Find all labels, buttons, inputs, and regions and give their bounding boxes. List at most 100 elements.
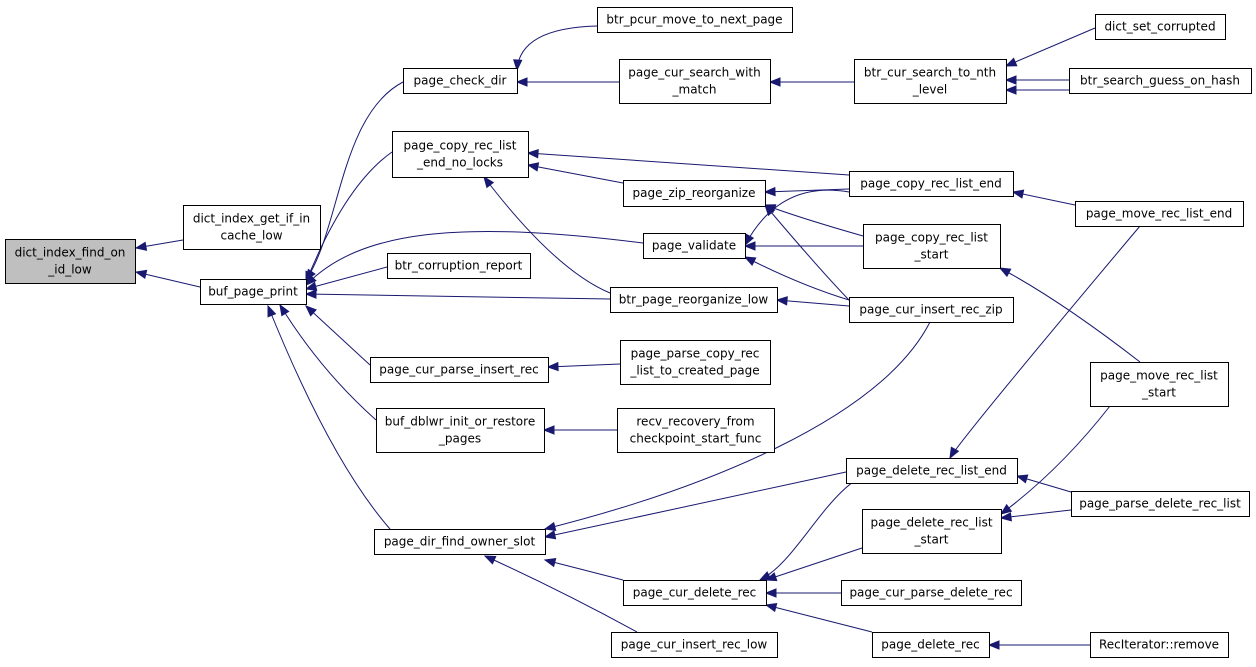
- call-edge: [1005, 27, 1096, 67]
- call-edge: [516, 25, 598, 71]
- graph-node-page-cur-insert-rec-zip[interactable]: page_cur_insert_rec_zip: [849, 297, 1014, 323]
- node-box: [617, 408, 775, 453]
- graph-node-page-cur-parse-delete-rec[interactable]: page_cur_parse_delete_rec: [841, 580, 1022, 606]
- node-box: [370, 357, 549, 383]
- node-box: [1090, 632, 1229, 658]
- node-label: _match: [672, 83, 717, 97]
- graph-node-page-parse-delete-rec-list[interactable]: page_parse_delete_rec_list: [1071, 491, 1250, 517]
- call-edge: [547, 363, 621, 368]
- graph-node-page-copy-rec-list-end[interactable]: page_copy_rec_list_end: [849, 171, 1014, 197]
- node-label: page_cur_insert_rec_low: [621, 638, 768, 652]
- graph-node-page-cur-delete-rec[interactable]: page_cur_delete_rec: [623, 580, 767, 606]
- node-box: [597, 7, 793, 33]
- call-edge: [764, 204, 850, 301]
- graph-node-reciterator-remove[interactable]: RecIterator::remove: [1090, 632, 1229, 658]
- graph-node-page-delete-rec-list-end[interactable]: page_delete_rec_list_end: [846, 458, 1018, 484]
- node-box: [376, 408, 545, 453]
- arrowhead-icon: [1004, 85, 1017, 95]
- call-edge: [305, 81, 404, 281]
- node-box: [403, 68, 518, 94]
- arrowhead-icon: [999, 503, 1013, 515]
- node-box: [619, 59, 771, 104]
- node-box: [841, 580, 1022, 606]
- node-box: [387, 253, 531, 279]
- call-edge: [999, 267, 1141, 363]
- node-box: [872, 632, 990, 658]
- graph-node-page-cur-search-with-match[interactable]: page_cur_search_with _match: [619, 59, 771, 104]
- node-label: _list_to_created_page: [629, 364, 759, 378]
- graph-node-page-move-rec-list-start[interactable]: page_move_rec_list _start: [1090, 362, 1229, 407]
- node-box: [1069, 68, 1252, 94]
- graph-node-buf-dblwr-init-or-restore-pages[interactable]: buf_dblwr_init_or_restore_pages: [376, 408, 545, 453]
- arrowhead-icon: [543, 530, 557, 540]
- node-label: page_zip_reorganize: [633, 186, 756, 200]
- arrowhead-icon: [1004, 75, 1017, 85]
- node-label: page_parse_delete_rec_list: [1079, 497, 1241, 511]
- arrowhead-icon: [526, 162, 540, 172]
- call-edge: [544, 471, 847, 538]
- call-edge: [305, 151, 393, 283]
- graph-node-page-move-rec-list-end[interactable]: page_move_rec_list_end: [1075, 201, 1244, 227]
- arrowhead-icon: [764, 602, 778, 613]
- arrowhead-icon: [543, 558, 557, 568]
- arrowhead-icon: [999, 512, 1012, 522]
- graph-node-btr-corruption-report[interactable]: btr_corruption_report: [387, 253, 531, 279]
- node-label: _level: [912, 83, 948, 97]
- graph-node-dict-set-corrupted[interactable]: dict_set_corrupted: [1095, 14, 1226, 40]
- graph-node-btr-cur-search-to-nth-level[interactable]: btr_cur_search_to_nth_level: [854, 59, 1007, 104]
- graph-node-page-validate[interactable]: page_validate: [643, 233, 746, 259]
- graph-node-page-delete-rec[interactable]: page_delete_rec: [872, 632, 990, 658]
- node-box: [623, 180, 766, 207]
- graph-node-page-copy-rec-list-end-no-locks[interactable]: page_copy_rec_list_end_no_locks: [392, 131, 529, 178]
- node-box: [1090, 362, 1229, 407]
- node-box: [374, 529, 546, 555]
- call-edge: [764, 204, 864, 237]
- graph-node-btr-search-guess-on-hash[interactable]: btr_search_guess_on_hash: [1069, 68, 1252, 94]
- node-label: checkpoint_start_func: [630, 432, 762, 446]
- arrowhead-icon: [305, 274, 317, 286]
- node-box: [611, 632, 778, 658]
- node-label: page_delete_rec_list_end: [856, 464, 1007, 478]
- node-label: page_move_rec_list: [1100, 369, 1218, 383]
- node-label: buf_page_print: [208, 285, 298, 299]
- node-label: page_check_dir: [414, 74, 507, 88]
- graph-node-page-parse-copy-rec-list-to-created-page[interactable]: page_parse_copy_rec_list_to_created_page: [620, 340, 771, 385]
- node-box: [846, 458, 1018, 484]
- call-edge: [305, 305, 371, 366]
- graph-node-page-dir-find-owner-slot[interactable]: page_dir_find_owner_slot: [374, 529, 546, 555]
- call-edge: [267, 305, 391, 530]
- graph-node-page-cur-insert-rec-low[interactable]: page_cur_insert_rec_low: [611, 632, 778, 658]
- node-label: _pages: [438, 432, 481, 446]
- node-box: [643, 233, 746, 259]
- graph-node-page-delete-rec-list-start[interactable]: page_delete_rec_list_start: [862, 509, 1002, 554]
- call-edge: [765, 604, 873, 633]
- node-label: _start: [1141, 386, 1176, 400]
- graph-node-page-copy-rec-list-start[interactable]: page_copy_rec_list_start: [863, 224, 1001, 269]
- arrowhead-icon: [134, 269, 148, 280]
- node-box: [849, 171, 1014, 197]
- graph-node-buf-page-print[interactable]: buf_page_print: [200, 279, 307, 305]
- call-edge: [776, 299, 850, 307]
- graph-node-page-cur-parse-insert-rec[interactable]: page_cur_parse_insert_rec: [370, 357, 549, 383]
- graph-node-dict-index-find-on-id-low[interactable]: dict_index_find_on_id_low: [5, 239, 136, 284]
- node-label: page_copy_rec_list: [404, 139, 517, 153]
- node-label: page_move_rec_list_end: [1086, 207, 1232, 221]
- node-box: [849, 297, 1014, 323]
- graph-node-btr-pcur-move-to-next-page[interactable]: btr_pcur_move_to_next_page: [597, 7, 793, 33]
- call-edge: [305, 230, 644, 286]
- call-edge: [527, 164, 624, 184]
- graph-node-btr-page-reorganize-low[interactable]: btr_page_reorganize_low: [610, 287, 778, 313]
- node-label: page_validate: [652, 239, 736, 253]
- node-box: [863, 224, 1001, 269]
- node-label: page_cur_search_with: [628, 66, 760, 80]
- graph-node-page-check-dir[interactable]: page_check_dir: [403, 68, 518, 94]
- arrowhead-icon: [513, 59, 523, 72]
- call-edge: [527, 152, 850, 176]
- node-box: [1095, 14, 1226, 40]
- call-edge: [279, 304, 377, 421]
- graph-node-page-zip-reorganize[interactable]: page_zip_reorganize: [623, 180, 766, 207]
- arrowhead-icon: [764, 588, 777, 598]
